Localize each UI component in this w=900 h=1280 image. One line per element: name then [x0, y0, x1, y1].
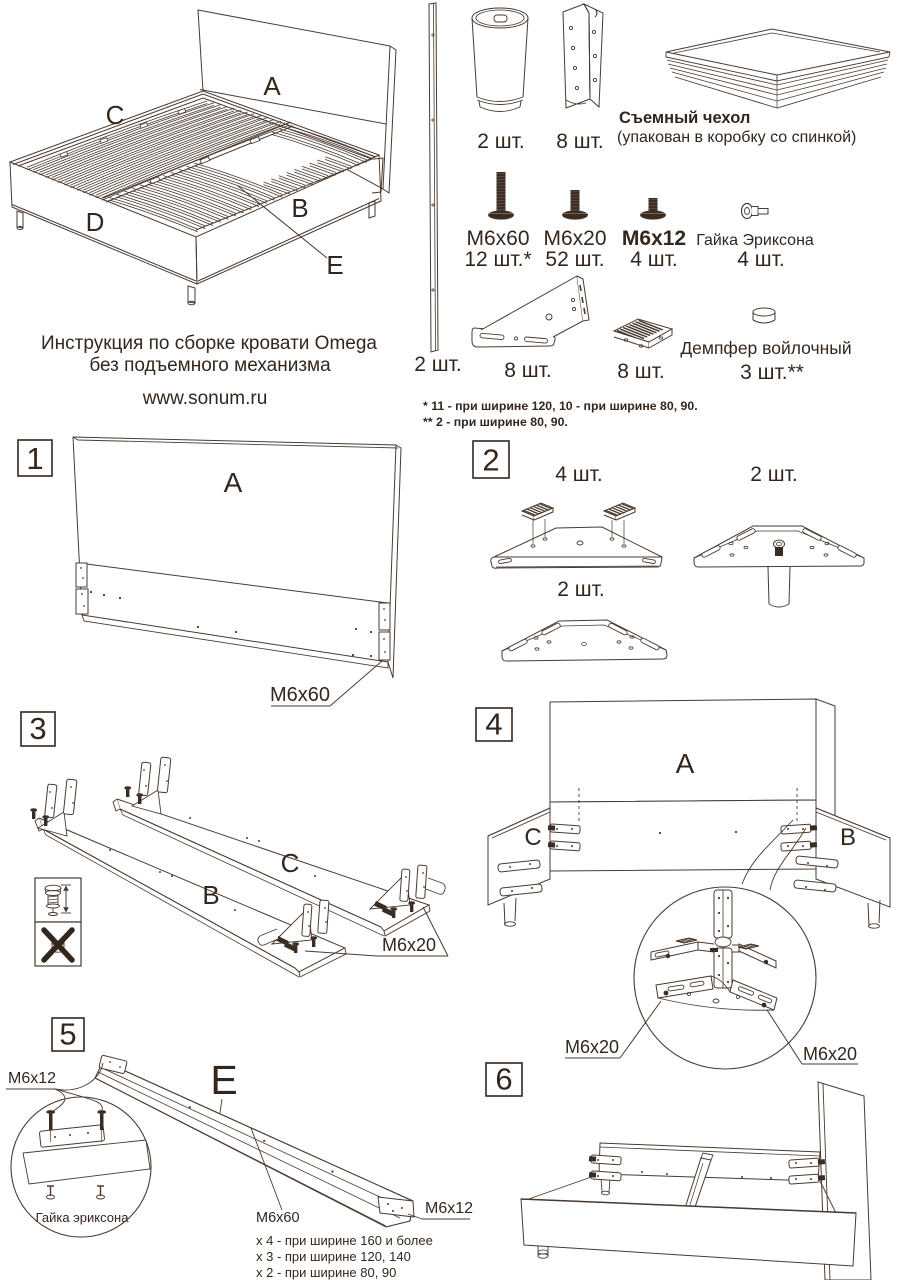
svg-text:B: B	[840, 824, 856, 851]
svg-text:5: 5	[59, 1016, 76, 1051]
svg-text:6: 6	[495, 1061, 512, 1096]
svg-text:x 2 - при ширине 80, 90: x 2 - при ширине 80, 90	[256, 1265, 396, 1280]
svg-text:Демпфер войлочный: Демпфер войлочный	[680, 338, 851, 358]
svg-text:2 шт.: 2 шт.	[750, 463, 798, 486]
svg-text:M6x20: M6x20	[382, 935, 436, 955]
svg-text:4: 4	[485, 706, 502, 741]
svg-text:3 шт.**: 3 шт.**	[740, 361, 804, 384]
svg-text:2 шт.: 2 шт.	[557, 578, 605, 601]
svg-text:2 шт.: 2 шт.	[477, 130, 525, 153]
svg-text:M6x20: M6x20	[543, 227, 606, 250]
svg-text:C: C	[524, 824, 541, 851]
svg-text:(упакован в коробку со спинкой: (упакован в коробку со спинкой)	[617, 129, 856, 146]
svg-text:* 11 - при ширине 120, 10 - пр: * 11 - при ширине 120, 10 - при ширине 8…	[423, 399, 698, 413]
svg-text:M6x60: M6x60	[466, 227, 529, 250]
svg-text:M6x12: M6x12	[622, 227, 686, 250]
svg-text:E: E	[210, 1057, 237, 1103]
svg-text:C: C	[106, 100, 125, 130]
svg-text:M6x12: M6x12	[8, 1070, 56, 1087]
svg-text:3: 3	[29, 711, 46, 746]
svg-text:A: A	[676, 748, 695, 779]
svg-text:12 шт.*: 12 шт.*	[464, 248, 531, 271]
svg-text:без подъемного механизма: без подъемного механизма	[89, 355, 331, 376]
svg-text:B: B	[202, 880, 219, 910]
svg-text:M6x20: M6x20	[565, 1037, 619, 1057]
svg-text:A: A	[263, 71, 281, 101]
svg-text:Гайка Эриксона: Гайка Эриксона	[696, 232, 814, 249]
svg-text:x 4 - при ширине 160 и более: x 4 - при ширине 160 и более	[256, 1233, 433, 1248]
svg-text:Съемный чехол: Съемный чехол	[619, 109, 750, 127]
svg-text:** 2 - при ширине 80, 90.: ** 2 - при ширине 80, 90.	[423, 415, 568, 429]
svg-text:8 шт.: 8 шт.	[617, 360, 665, 383]
svg-text:Гайка эриксона: Гайка эриксона	[36, 1210, 130, 1225]
svg-text:2 шт.: 2 шт.	[414, 353, 462, 376]
svg-text:C: C	[281, 848, 300, 878]
svg-text:Инструкция по сборке кровати O: Инструкция по сборке кровати Omega	[41, 333, 377, 354]
svg-text:52 шт.: 52 шт.	[545, 248, 604, 271]
svg-text:D: D	[86, 207, 105, 237]
svg-text:M6x60: M6x60	[256, 1210, 300, 1226]
svg-text:E: E	[326, 250, 343, 280]
svg-text:4 шт.: 4 шт.	[630, 248, 678, 271]
svg-text:x 3 - при ширине 120, 140: x 3 - при ширине 120, 140	[256, 1249, 411, 1264]
svg-text:4 шт.: 4 шт.	[555, 463, 603, 486]
svg-text:1: 1	[26, 441, 43, 476]
svg-text:8 шт.: 8 шт.	[504, 359, 552, 382]
svg-text:M6x60: M6x60	[270, 684, 330, 706]
svg-text:8 шт.: 8 шт.	[556, 130, 604, 153]
svg-text:4 шт.: 4 шт.	[737, 248, 785, 271]
svg-text:A: A	[224, 467, 243, 498]
svg-text:M6x20: M6x20	[803, 1044, 857, 1064]
svg-text:M6x12: M6x12	[425, 1200, 473, 1217]
svg-text:2: 2	[482, 443, 499, 478]
svg-text:B: B	[291, 193, 308, 223]
svg-text:www.sonum.ru: www.sonum.ru	[142, 388, 268, 409]
